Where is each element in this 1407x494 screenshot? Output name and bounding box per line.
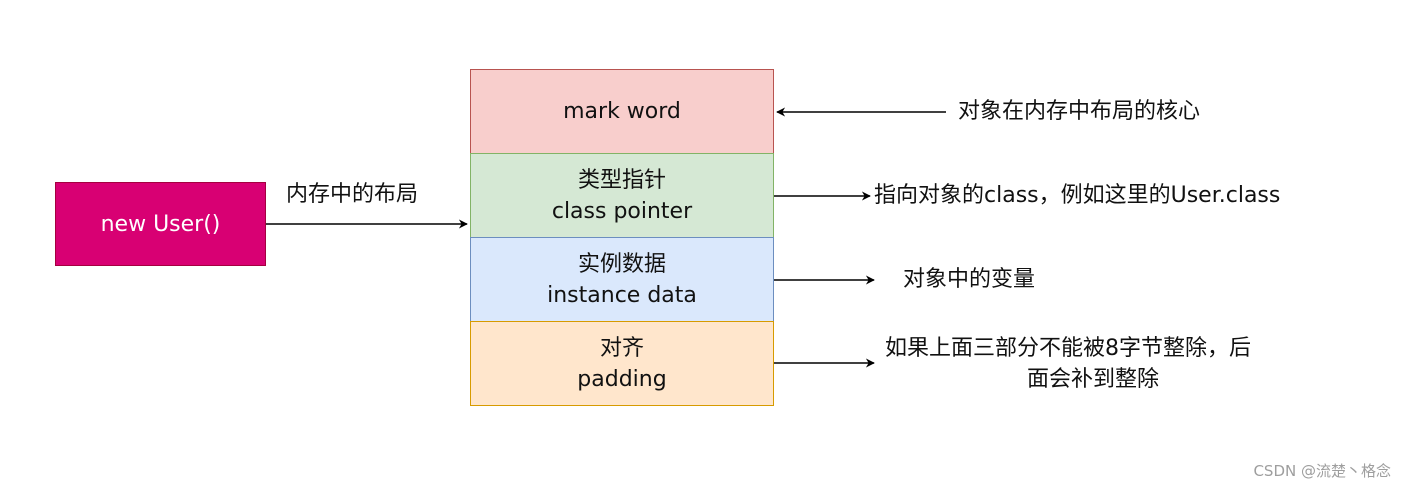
segment-class-pointer: 类型指针 class pointer: [470, 153, 774, 238]
layout-label: 内存中的布局: [286, 182, 419, 207]
new-user-label: new User(): [100, 211, 221, 237]
mark-word-label: mark word: [563, 99, 681, 124]
new-user-box: new User(): [55, 182, 266, 266]
padding-label-en: padding: [577, 366, 667, 392]
segment-padding: 对齐 padding: [470, 321, 774, 406]
class-pointer-label-en: class pointer: [551, 198, 693, 224]
segment-mark-word: mark word: [470, 69, 774, 154]
instance-data-label-cn: 实例数据: [577, 251, 666, 277]
csdn-watermark: CSDN @流楚丶格念: [1253, 462, 1391, 480]
instance-data-label-en: instance data: [547, 282, 697, 308]
segment-instance-data: 实例数据 instance data: [470, 237, 774, 322]
annotation-mark-word: 对象在内存中布局的核心: [958, 99, 1201, 124]
annotation-class-pointer: 指向对象的class，例如这里的User.class: [874, 183, 1281, 208]
annotation-padding-line2: 面会补到整除: [1027, 367, 1160, 392]
annotation-instance-data: 对象中的变量: [903, 267, 1036, 292]
annotation-padding-line1: 如果上面三部分不能被8字节整除，后: [885, 336, 1251, 361]
class-pointer-label-cn: 类型指针: [577, 167, 666, 193]
padding-label-cn: 对齐: [599, 335, 644, 361]
